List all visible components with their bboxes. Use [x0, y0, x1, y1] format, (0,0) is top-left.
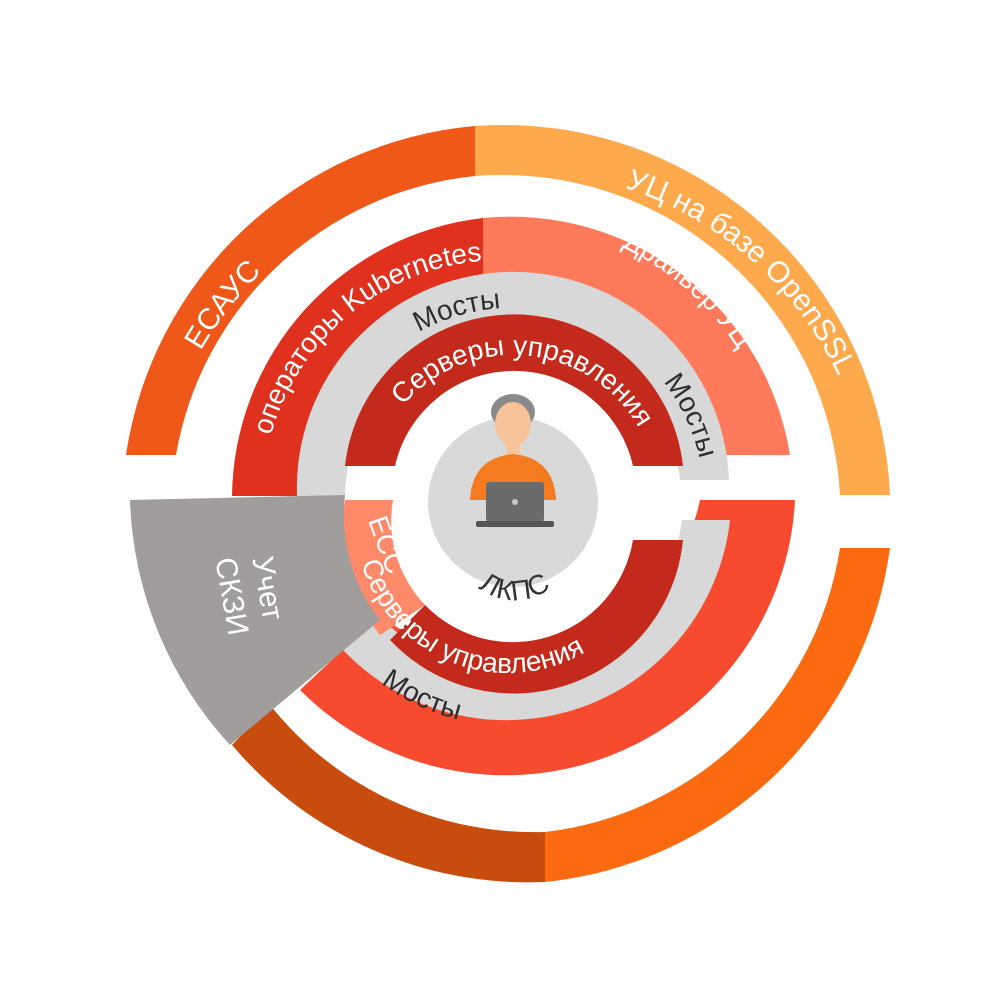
segment-accounting-skzi[interactable]: [130, 495, 380, 745]
center-lkps[interactable]: ЛКПС: [428, 394, 598, 607]
segment-esaus[interactable]: [126, 126, 475, 455]
person-with-laptop-icon: [470, 394, 556, 527]
segment-uc-openssl[interactable]: [475, 124, 890, 495]
segment-servers-top[interactable]: [345, 314, 683, 466]
segment-servers-bottom[interactable]: [390, 540, 683, 694]
segment-bridges-top[interactable]: [296, 271, 729, 496]
segment-miu[interactable]: [545, 548, 890, 882]
segment-driver-uc[interactable]: [483, 216, 790, 455]
grey-ring: [296, 271, 730, 721]
label-miu: МиУ: [253, 808, 321, 872]
segment-bridges-bottom[interactable]: [296, 520, 730, 721]
segment-agents-kubernetes[interactable]: [232, 218, 483, 496]
outer-ring: [126, 124, 890, 883]
segment-smiok[interactable]: [232, 705, 545, 883]
